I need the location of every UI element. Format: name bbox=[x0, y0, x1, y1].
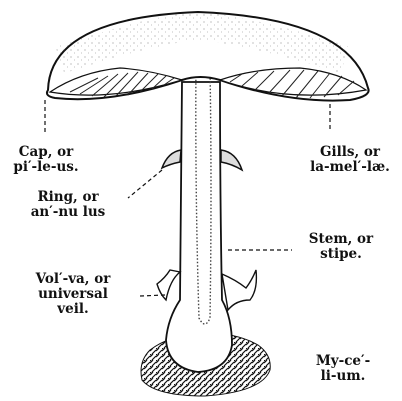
volva-label: Vol′-va, or universal veil. bbox=[18, 272, 128, 317]
stem-shape bbox=[166, 82, 232, 372]
volva-left bbox=[157, 270, 180, 300]
volva-right bbox=[222, 270, 256, 310]
gills-label: Gills, or la-mel′-læ. bbox=[300, 145, 400, 175]
volva-leader bbox=[140, 295, 165, 296]
ring-right bbox=[221, 150, 242, 170]
cap-label: Cap, or pi′-le-us. bbox=[6, 145, 86, 175]
mycelium-label: My-ce′- li-um. bbox=[298, 354, 388, 384]
ring-left bbox=[162, 150, 181, 168]
stem-label: Stem, or stipe. bbox=[296, 232, 386, 262]
ring-leader bbox=[128, 170, 162, 198]
ring-label: Ring, or an′-nu lus bbox=[18, 190, 118, 220]
